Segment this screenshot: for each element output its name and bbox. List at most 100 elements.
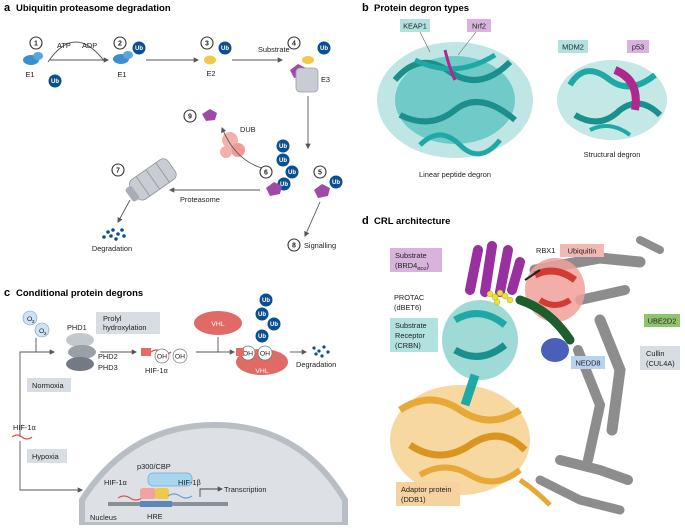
p300-cbp-label: p300/CBP (137, 462, 171, 471)
nrf2-label-box (467, 19, 491, 32)
atp-label: ATP (57, 41, 71, 50)
p53-label-box (627, 40, 649, 53)
svg-text:Ub: Ub (135, 46, 143, 52)
nrf2-label: Nrf2 (472, 22, 486, 31)
transcription-complex-icon (108, 472, 228, 507)
dub-label: DUB (240, 125, 256, 134)
vhl-hif-ubiquitinated-icon: VHL OH OH Ub Ub Ub Ub (236, 293, 288, 375)
dbet6-label: (dBET6) (394, 303, 422, 312)
peptide-fragments-icon (102, 228, 126, 241)
svg-text:Ub: Ub (51, 79, 59, 85)
svg-text:Ub: Ub (262, 298, 270, 304)
svg-text:O: O (27, 316, 32, 323)
panel-c: c Conditional protein degrons O 2 O 2 PH… (4, 287, 348, 528)
degradation-label-c: Degradation (296, 360, 336, 369)
ube2d2-label: UBE2D2 (648, 317, 677, 326)
e1-label-1: E1 (25, 70, 34, 79)
adaptor-label-box (396, 482, 460, 506)
nucleus-label: Nucleus (90, 513, 117, 522)
e1-ub-complex-icon: Ub (113, 41, 146, 64)
nedd8-label-box (571, 356, 605, 369)
step-5: 5 (313, 165, 327, 179)
substrate-label-d: Substrate (395, 251, 427, 260)
receptor-structure (442, 300, 518, 407)
svg-text:Ub: Ub (258, 312, 266, 318)
substrate-label: Substrate (258, 45, 290, 54)
freed-substrate-icon (202, 109, 217, 121)
receptor-label-box (390, 318, 438, 352)
nucleus (79, 421, 348, 528)
svg-text:Ub: Ub (332, 180, 340, 186)
panel-c-letter: c (4, 287, 10, 299)
step-1: 1 (29, 36, 43, 50)
step-6: 6 (259, 165, 273, 179)
step-8: 8 (287, 238, 301, 252)
atp-arc (47, 41, 106, 63)
proteasome-label: Proteasome (180, 195, 220, 204)
substrate-brd4-structure (465, 241, 525, 297)
keap1-label: KEAP1 (403, 22, 427, 31)
arrow-to-dub (221, 126, 263, 169)
rbx1-label: RBX1 (536, 246, 555, 255)
phd1-label: PHD1 (67, 323, 87, 332)
p53-label: p53 (632, 43, 644, 52)
panel-d-title: CRL architecture (374, 216, 450, 227)
degradation-label-a: Degradation (92, 244, 132, 253)
svg-text:Ub: Ub (221, 46, 229, 52)
hif1a-free-icon (11, 434, 33, 440)
hif1a-hydroxylated-icon: OH OH (141, 348, 188, 364)
e2-label: E2 (206, 69, 215, 78)
step-9: 9 (183, 109, 197, 123)
panel-d-letter: d (362, 215, 369, 227)
hif1a-label-free: HIF-1α (13, 423, 36, 432)
svg-text:OH: OH (260, 351, 270, 358)
hif1a-label-nucleus: HIF-1α (104, 478, 127, 487)
keap1-label-box (400, 19, 430, 32)
mdm2-p53-structure (557, 60, 667, 140)
oxygen-icons: O 2 O 2 (22, 310, 50, 338)
ubiquitin-label: Ubiquitin (568, 247, 597, 256)
svg-text:8: 8 (292, 243, 296, 250)
svg-text:Ub: Ub (288, 170, 296, 176)
svg-text:Ub: Ub (280, 182, 288, 188)
hif1a-label-hydroxylated: HIF-1α (145, 366, 168, 375)
arrow-to-degradation-a (117, 199, 131, 223)
signalling-label: Signalling (304, 241, 336, 250)
e2-ub-complex-icon: Ub (204, 41, 232, 65)
mdm2-label: MDM2 (562, 43, 584, 52)
svg-text:1: 1 (34, 41, 38, 48)
receptor-label-3: (CRBN) (395, 341, 421, 350)
panel-b: b Protein degron types KEAP1 Nrf2 Linear… (362, 2, 667, 179)
protac-molecule (486, 289, 514, 306)
svg-text:OH: OH (243, 351, 253, 358)
hypoxia-label: Hypoxia (32, 452, 60, 461)
monoubiquitin-icon: Ub (314, 175, 343, 198)
nedd8-label: NEDD8 (575, 359, 600, 368)
phd3-label: PHD3 (98, 363, 118, 372)
cul4a-label: (CUL4A) (646, 359, 675, 368)
svg-text:2: 2 (44, 331, 47, 336)
keap1-structure (377, 42, 533, 158)
e1-label-2: E1 (117, 70, 126, 79)
svg-text:Ub: Ub (279, 144, 287, 150)
adaptor-structure (390, 385, 552, 507)
polyubiquitin-chain-icon: Ub Ub Ub Ub (266, 139, 299, 196)
structural-degron-caption: Structural degron (584, 150, 641, 159)
ub-free: Ub (48, 74, 62, 88)
normoxia-box (27, 378, 71, 392)
svg-text:VHL: VHL (211, 321, 224, 328)
svg-text:2: 2 (32, 319, 35, 324)
normoxia-label: Normoxia (32, 381, 65, 390)
svg-text:Ub: Ub (279, 158, 287, 164)
receptor-label-2: Receptor (395, 331, 426, 340)
prolyl-hydroxylation-box (96, 312, 160, 334)
vhl-icon: VHL (194, 311, 242, 335)
phd-enzymes-icon (66, 333, 96, 371)
panel-d: d CRL architecture (362, 215, 680, 515)
mdm2-label-box (558, 40, 588, 53)
svg-text:Ub: Ub (258, 334, 266, 340)
panel-a-letter: a (4, 2, 11, 14)
dub-enzyme-icon (220, 132, 245, 158)
svg-text:6: 6 (264, 170, 268, 177)
